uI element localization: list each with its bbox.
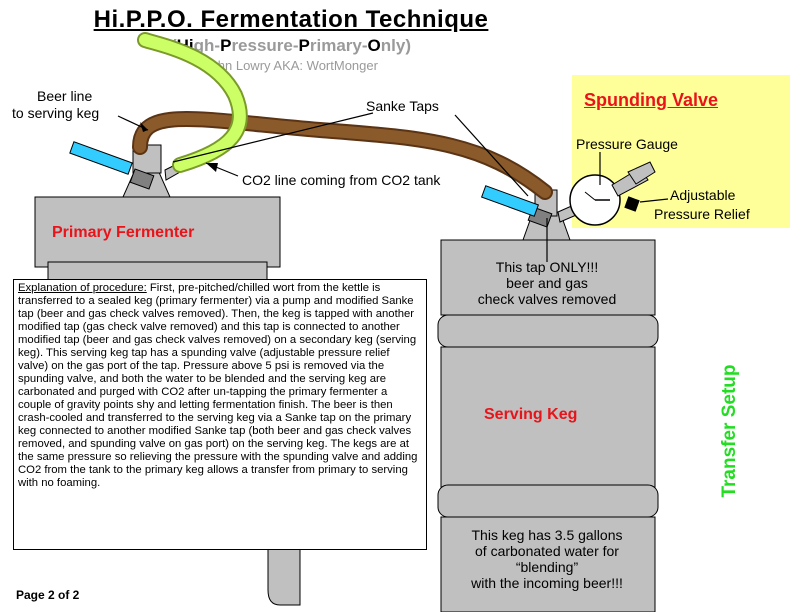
keg-note: This keg has 3.5 gallons of carbonated w…: [471, 527, 623, 591]
page-number: Page 2 of 2: [16, 588, 80, 602]
beer-line-label: Beer line: [37, 88, 93, 104]
author-credit: John Lowry AKA: WortMonger: [204, 58, 378, 73]
transfer-setup-label: Transfer Setup: [719, 364, 740, 498]
sanke-taps-label: Sanke Taps: [366, 98, 439, 114]
serving-keg: [437, 239, 659, 612]
primary-fermenter-label: Primary Fermenter: [52, 224, 195, 241]
spunding-valve: [569, 161, 656, 226]
co2-line-label: CO2 line coming from CO2 tank: [242, 172, 441, 188]
serving-keg-label: Serving Keg: [484, 406, 578, 423]
page-subtitle: (High-Pressure-Primary-Only): [170, 36, 411, 55]
pressure-relief-label: Pressure Relief: [654, 206, 750, 222]
tap-note: This tap ONLY!!! beer and gas check valv…: [477, 259, 617, 307]
adjustable-label: Adjustable: [670, 187, 736, 203]
explanation-box: Explanation of procedure: First, pre-pit…: [13, 279, 427, 550]
spunding-valve-title: Spunding Valve: [584, 90, 719, 110]
page-title: Hi.P.P.O. Fermentation Technique: [93, 6, 489, 33]
explanation-heading: Explanation of procedure:: [18, 282, 147, 294]
beer-line-label-2: to serving keg: [12, 105, 100, 121]
primary-sanke-tap: [69, 141, 188, 198]
explanation-body: First, pre-pitched/chilled wort from the…: [18, 282, 418, 489]
pressure-gauge-label: Pressure Gauge: [576, 136, 678, 152]
